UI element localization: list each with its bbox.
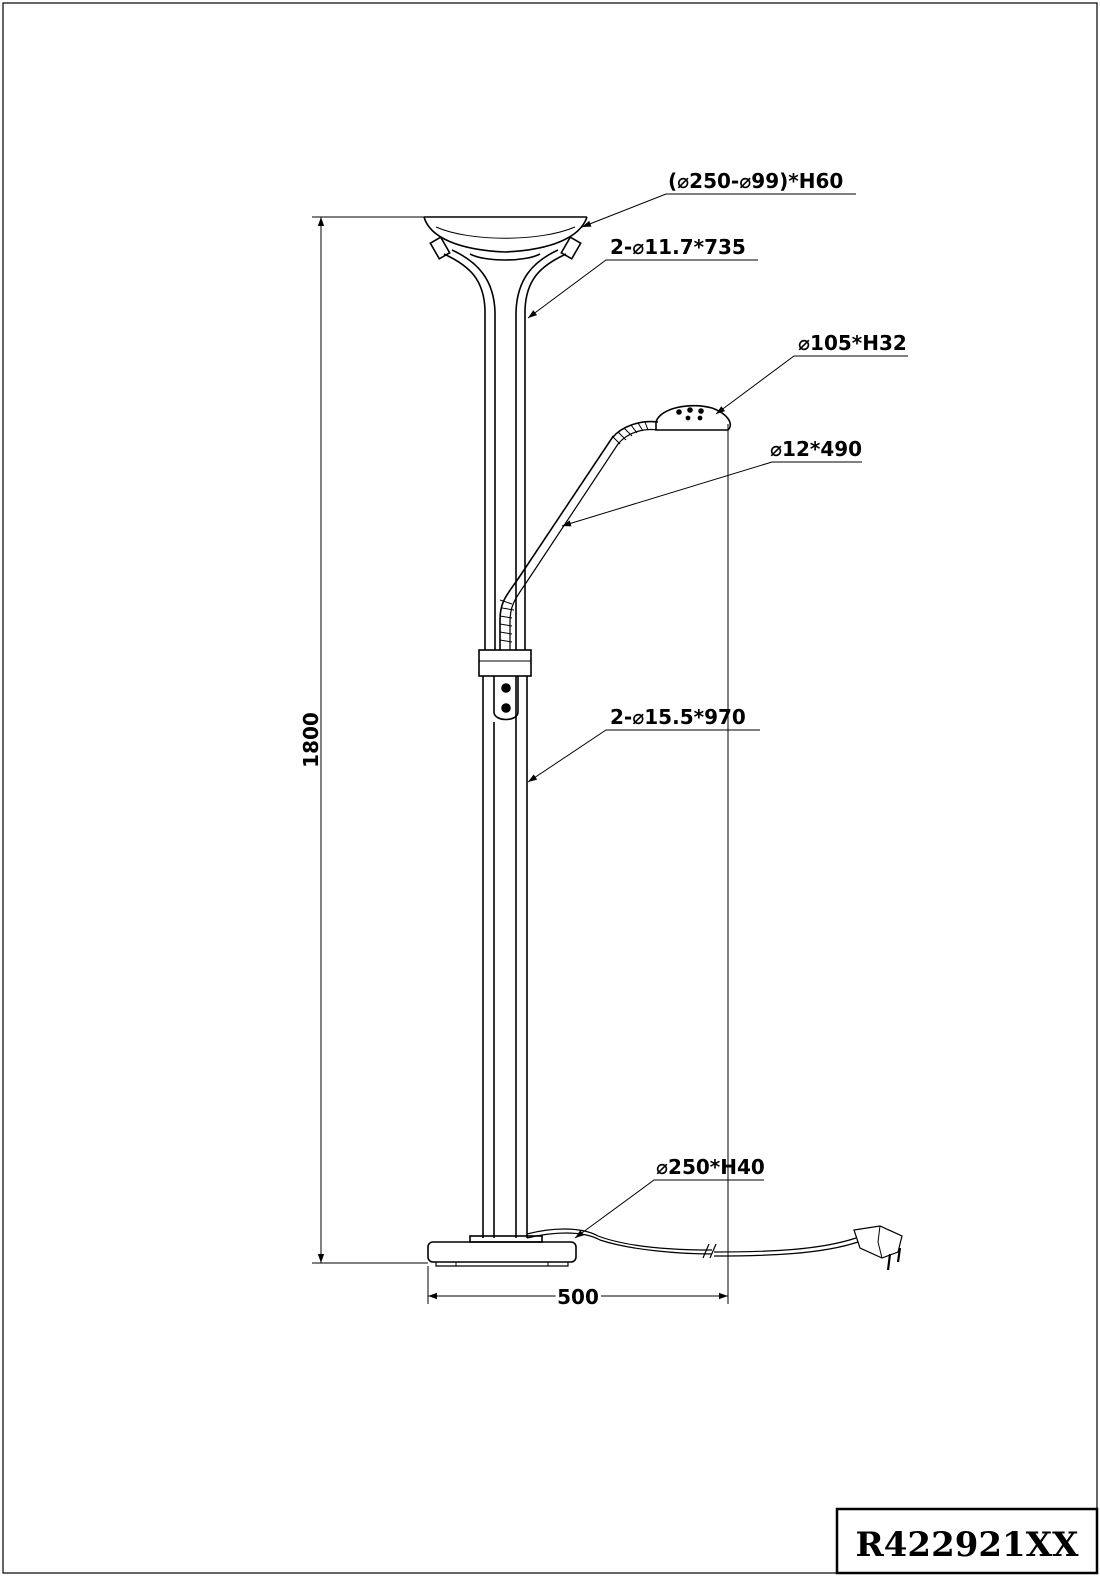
tube-connector — [478, 649, 532, 721]
reading-head — [655, 404, 732, 431]
reading-arm — [499, 420, 659, 650]
dimension-labels: (⌀250-⌀99)*H60 2-⌀11.7*735 ⌀105*H32 ⌀12*… — [299, 169, 907, 1312]
total-width-label: 500 — [557, 1285, 599, 1309]
lower-tubes-dimension-label: 2-⌀15.5*970 — [610, 705, 746, 729]
lamp-base — [427, 1235, 577, 1267]
reading-head-dimension-label: ⌀105*H32 — [798, 331, 907, 355]
shade-dimension-label: (⌀250-⌀99)*H60 — [668, 169, 843, 193]
uplight-shade — [423, 216, 588, 261]
gooseneck-dimension-label: ⌀12*490 — [770, 437, 862, 461]
base-dimension-label: ⌀250*H40 — [656, 1155, 765, 1179]
upper-tubes-dimension-label: 2-⌀11.7*735 — [610, 235, 746, 259]
model-number: R422921XX — [856, 1525, 1080, 1565]
floor-lamp-drawing — [423, 216, 903, 1271]
power-cable — [526, 1225, 903, 1271]
dimension-lines — [312, 193, 908, 1304]
total-height-label: 1800 — [299, 712, 323, 768]
upper-tubes — [443, 249, 567, 650]
title-block: R422921XX — [835, 1507, 1099, 1575]
lower-tubes — [482, 676, 528, 1238]
